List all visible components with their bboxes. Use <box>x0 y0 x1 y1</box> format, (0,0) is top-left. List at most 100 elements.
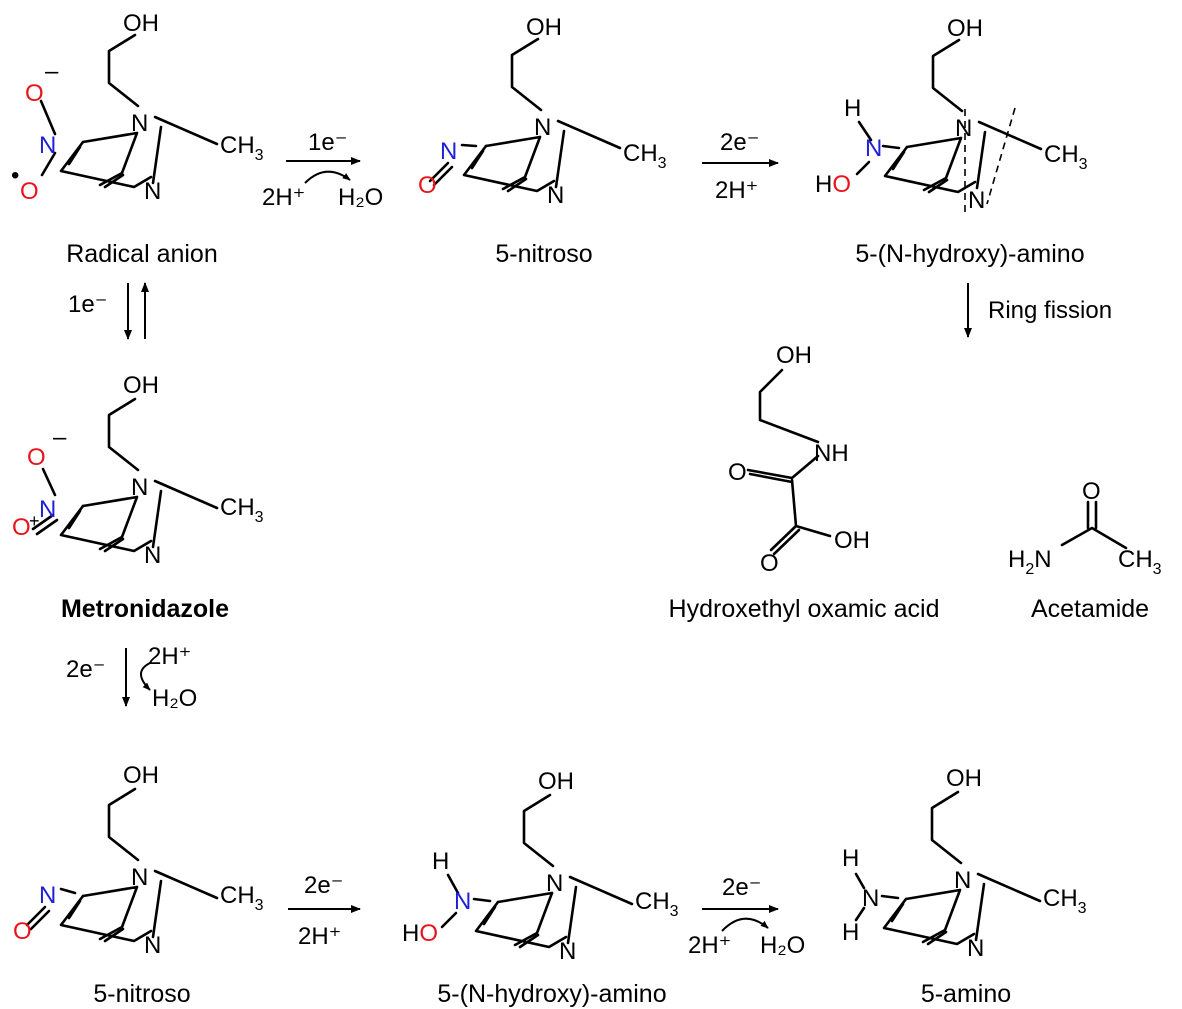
arrow-2e-2h-h2o: 2e⁻ 2H⁺ H₂O <box>66 643 197 712</box>
nitroso-top-structure: N N O N OH CH3 <box>418 14 667 209</box>
atom-o-amide: O <box>728 459 747 486</box>
nitroso-bottom-structure: N N O N OH CH3 <box>13 762 264 959</box>
label-1e-top: 1e⁻ <box>308 129 347 156</box>
atom-o-upper: O <box>25 80 44 107</box>
atom-ch3: CH3 <box>220 494 264 526</box>
atom-h2n: H2N <box>1008 546 1052 578</box>
atom-h: H <box>844 95 861 122</box>
atom-nitro-n: N <box>39 496 56 523</box>
atom-n3: N <box>144 178 161 205</box>
atom-n1: N <box>131 474 148 501</box>
charge-minus: – <box>45 58 59 85</box>
atom-ho: HO <box>815 171 851 198</box>
atom-nitroso-n: N <box>440 138 457 165</box>
label-2e: 2e⁻ <box>720 129 759 156</box>
label-b1-2h: 2H⁺ <box>298 923 341 950</box>
metronidazole-structure: N N O O – + N OH CH3 <box>12 372 264 569</box>
atom-oh: OH <box>538 768 574 795</box>
atom-h-upper: H <box>842 845 859 872</box>
atom-nh: NH <box>814 440 849 467</box>
atom-n3: N <box>968 187 985 214</box>
atom-amine-n: N <box>862 885 879 912</box>
label-metronidazole: Metronidazole <box>61 595 229 623</box>
label-b2-h2o: H₂O <box>760 932 805 959</box>
label-radical-anion: Radical anion <box>66 240 218 268</box>
atom-o-acid: O <box>760 550 779 577</box>
atom-n1: N <box>131 110 148 137</box>
atom-n1: N <box>546 870 563 897</box>
label-v-2e: 2e⁻ <box>66 656 105 683</box>
atom-nitroso-n: N <box>39 882 56 909</box>
radical-anion-structure: N N O O – • N OH CH3 <box>11 10 264 205</box>
atom-ch3: CH3 <box>1118 546 1162 578</box>
atom-n3: N <box>967 935 984 962</box>
atom-ch3: CH3 <box>1043 885 1087 917</box>
label-nitroso-bottom: 5-nitroso <box>93 980 190 1008</box>
arrow-bottom-2e-2h: 2e⁻ 2H⁺ <box>288 872 361 950</box>
label-v-1e: 1e⁻ <box>68 291 107 318</box>
arrow-2e-2h: 2e⁻ 2H⁺ <box>702 129 779 204</box>
label-nitroso-top: 5-nitroso <box>495 240 592 268</box>
label-b1-2e: 2e⁻ <box>304 872 343 899</box>
atom-oh: OH <box>526 14 562 41</box>
arrow-1e-h2o: 1e⁻ 2H⁺ H₂O <box>262 129 383 211</box>
label-2h: 2H⁺ <box>715 177 758 204</box>
atom-hydroxyamine-n: N <box>865 135 882 162</box>
atom-o-lower: O <box>20 178 39 205</box>
atom-h-lower: H <box>842 919 859 946</box>
atom-n3: N <box>559 938 576 965</box>
arrow-bottom-2e-2h-h2o: 2e⁻ 2H⁺ H₂O <box>688 874 805 959</box>
arrow-equilibrium-1e: 1e⁻ <box>68 282 149 340</box>
atom-h: H <box>432 848 449 875</box>
oxamic-acid-structure: OH NH O O OH <box>728 342 870 577</box>
label-2h-bottom: 2H⁺ <box>262 184 305 211</box>
atom-ch3: CH3 <box>635 888 679 920</box>
label-hydroxyamino-bottom: 5-(N-hydroxy)-amino <box>437 980 666 1008</box>
atom-n3: N <box>144 932 161 959</box>
label-h2o: H₂O <box>338 184 383 211</box>
atom-nitroso-o: O <box>418 172 437 199</box>
atom-nitro-n: N <box>39 132 56 159</box>
atom-oh-acid: OH <box>834 527 870 554</box>
atom-n1: N <box>534 114 551 141</box>
label-amino: 5-amino <box>921 980 1011 1008</box>
atom-ch3: CH3 <box>220 882 264 914</box>
atom-ho: HO <box>402 920 438 947</box>
amino-structure: N N H H N OH CH3 <box>842 765 1087 962</box>
label-b2-2e: 2e⁻ <box>722 874 761 901</box>
label-oxamic-acid: Hydroxethyl oxamic acid <box>669 595 940 623</box>
charge-plus: + <box>29 511 40 531</box>
atom-n3: N <box>547 182 564 209</box>
atom-o-upper: O <box>27 444 46 471</box>
atom-ch3: CH3 <box>623 140 667 172</box>
label-v-2h: 2H⁺ <box>148 643 191 670</box>
atom-oh: OH <box>946 765 982 792</box>
label-ring-fission: Ring fission <box>988 297 1112 324</box>
atom-ch3: CH3 <box>220 132 264 164</box>
atom-oh: OH <box>123 10 159 37</box>
label-hydroxyamino-top: 5-(N-hydroxy)-amino <box>855 240 1084 268</box>
radical-dot: • <box>11 162 19 189</box>
atom-o-lower: O <box>12 514 31 541</box>
atom-ch3: CH3 <box>1044 141 1088 173</box>
charge-minus: – <box>53 424 67 451</box>
label-v-h2o: H₂O <box>152 685 197 712</box>
atom-n1: N <box>131 864 148 891</box>
atom-oh: OH <box>947 15 983 42</box>
acetamide-structure: O H2N CH3 <box>1008 478 1162 578</box>
hydroxyamino-top-structure: N N H HO N OH CH3 <box>815 15 1088 214</box>
label-b2-2h: 2H⁺ <box>688 932 731 959</box>
atom-hydroxyamine-n: N <box>454 888 471 915</box>
arrow-ring-fission: Ring fission <box>964 283 1112 338</box>
atom-oh: OH <box>123 762 159 789</box>
atom-o-acetamide: O <box>1082 478 1101 505</box>
atom-oh: OH <box>123 372 159 399</box>
atom-oh-top: OH <box>776 342 812 369</box>
atom-n3: N <box>144 542 161 569</box>
atom-n1: N <box>955 115 972 142</box>
atom-nitroso-o: O <box>13 918 32 945</box>
hydroxyamino-bottom-structure: N N H HO N OH CH3 <box>402 768 679 965</box>
atom-n1: N <box>954 867 971 894</box>
